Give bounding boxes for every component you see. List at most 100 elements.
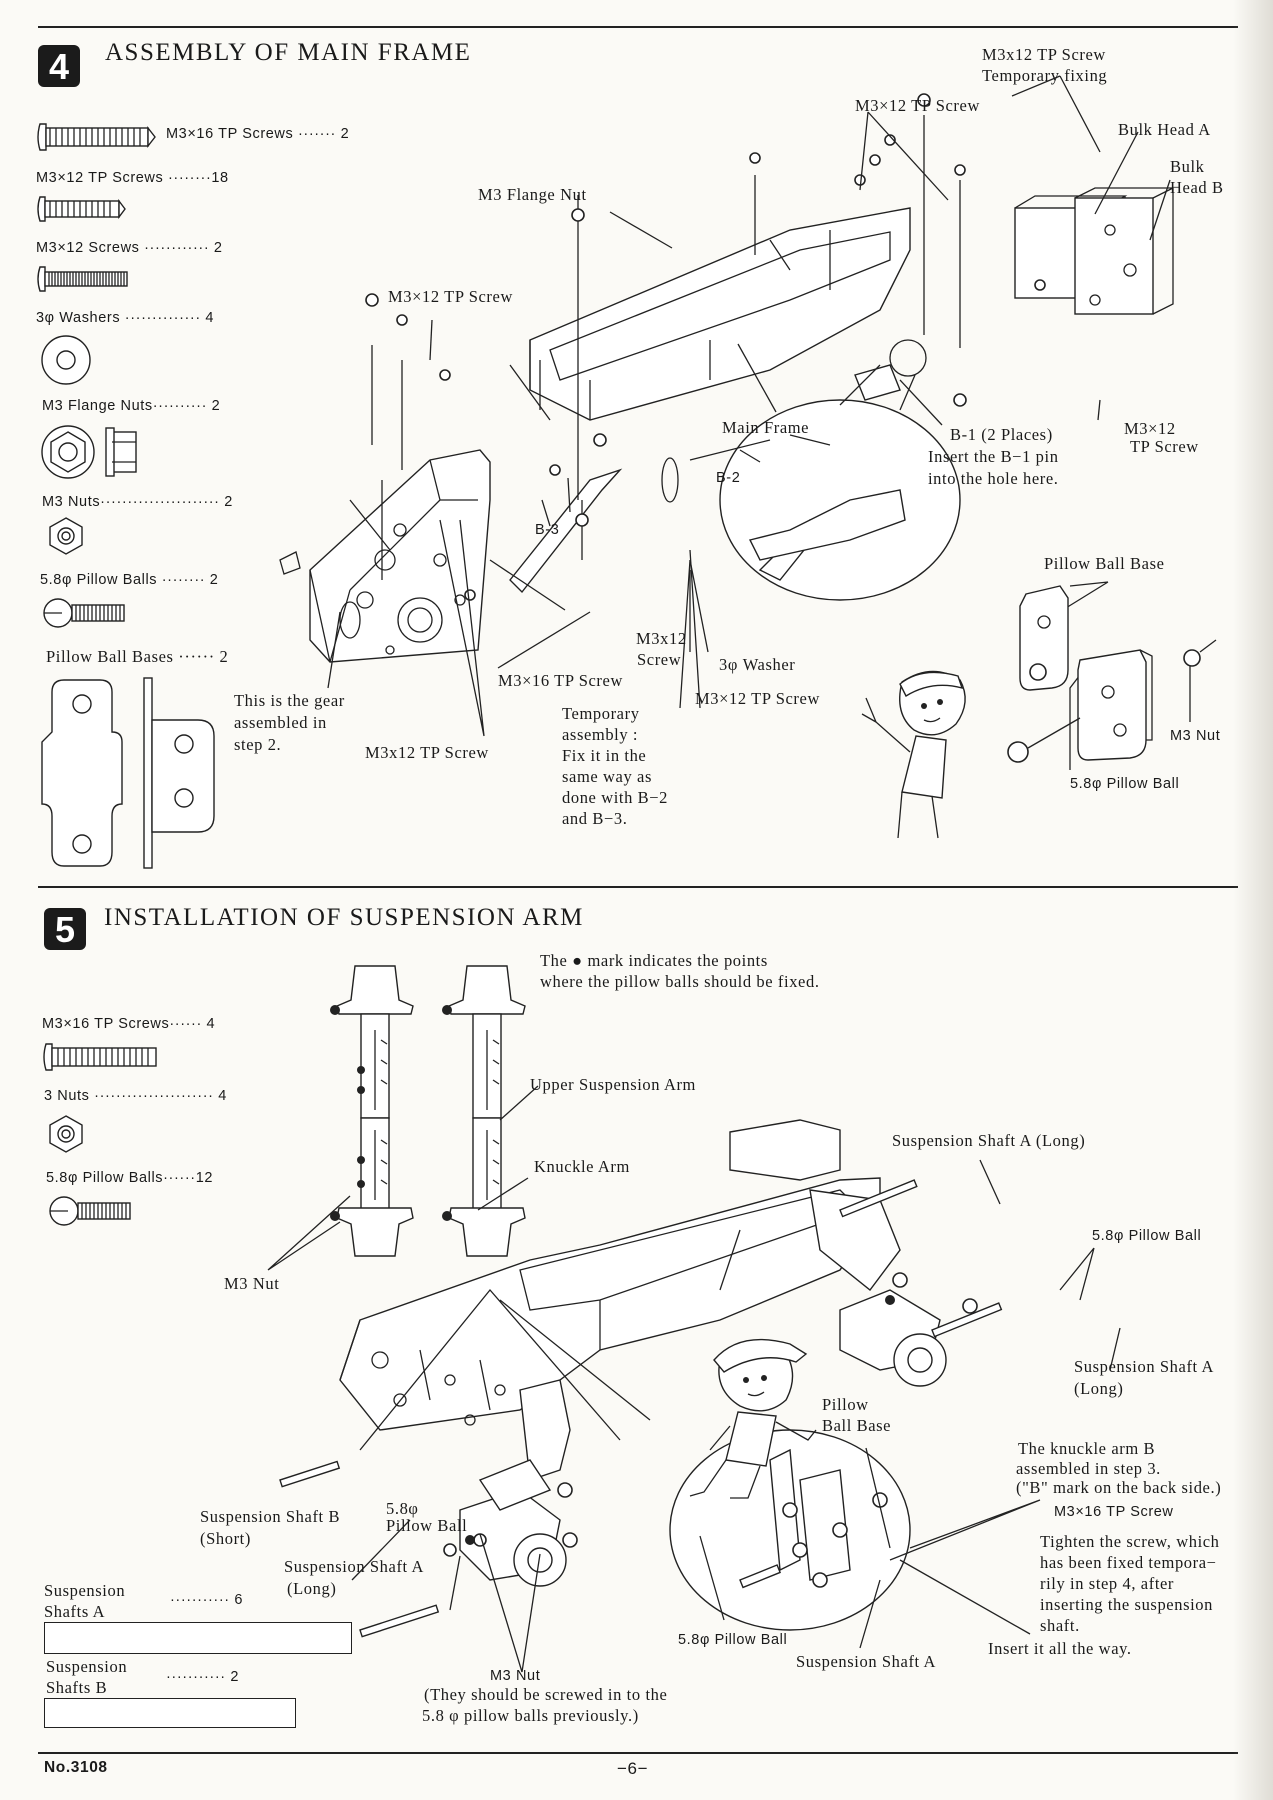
pillow-ball-base-icon <box>41 677 215 869</box>
doc-number: No.3108 <box>44 1759 108 1776</box>
temp-assembly-5: done with B−2 <box>562 788 669 807</box>
m3-nut-note-2: 5.8 φ pillow balls previously.) <box>422 1706 639 1725</box>
callout-m3x12-tp-screw-gear: M3x12 TP Screw <box>365 743 489 762</box>
callout-bulk-head-a: Bulk Head A <box>1118 120 1211 139</box>
part-pillow-ball-bases: Pillow Ball Bases ······ 2 <box>46 647 229 666</box>
pillow-ball-icon-5 <box>49 1196 131 1226</box>
tighten-note-3: rily in step 4, after <box>1040 1574 1175 1593</box>
callout-pillow-ball: 5.8φ Pillow Ball <box>1070 776 1180 792</box>
callout-b3: B-3 <box>535 522 560 538</box>
callout-b1-insert-2: into the hole here. <box>928 469 1059 488</box>
callout-b1-insert-1: Insert the B−1 pin <box>928 447 1059 466</box>
callout-temp-fixing: Temporary fixing <box>982 66 1108 85</box>
temp-assembly-1: Temporary <box>562 704 640 723</box>
part-m3-nuts: M3 Nuts······················ 2 <box>42 494 233 510</box>
shaft-b-label-1: Suspension <box>46 1657 128 1676</box>
knuckle-b-note-2: assembled in step 3. <box>1016 1459 1161 1478</box>
m3x16-tp-screw-icon-5 <box>43 1043 157 1071</box>
callout-m3x12-tp-screw-top: M3×12 TP Screw <box>855 96 980 115</box>
shaft-a-qty: ··········· 6 <box>170 1592 244 1608</box>
mark-note-2: where the pillow balls should be fixed. <box>540 972 820 991</box>
callout-m3x12-tp-screw-right-2: TP Screw <box>1130 437 1199 456</box>
callout-pillow-ball-base-1: Pillow <box>822 1395 869 1414</box>
suspension-installation-diagram <box>279 1119 1003 1638</box>
gear-note-1: This is the gear <box>234 691 345 710</box>
m3x16-tp-screw-icon <box>37 123 156 151</box>
callout-temp-fixing-screw: M3x12 TP Screw <box>982 45 1106 64</box>
flange-nut-icon <box>41 425 137 479</box>
pillow-ball-base-detail <box>1007 585 1217 763</box>
callout-bulk-head-b-2: Head B <box>1170 178 1224 197</box>
callout-b2: B-2 <box>716 470 741 486</box>
part-pillow-balls: 5.8φ Pillow Balls ········ 2 <box>40 572 219 588</box>
part-m3-flange-nuts: M3 Flange Nuts·········· 2 <box>42 398 221 414</box>
part-3-nuts: 3 Nuts ······················ 4 <box>44 1088 227 1104</box>
callout-shaft-b-short-1: Suspension Shaft B <box>200 1507 341 1526</box>
page-edge-shadow <box>1233 0 1273 1800</box>
callout-m3-nut-left: M3 Nut <box>224 1274 280 1293</box>
washer-icon <box>41 335 91 385</box>
tighten-note-2: has been fixed tempora− <box>1040 1553 1217 1572</box>
main-frame-assembly-diagram <box>279 93 1174 663</box>
footer-rule <box>38 1752 1238 1754</box>
callout-main-frame: Main Frame <box>722 418 810 437</box>
pillow-ball-icon <box>43 598 125 628</box>
callout-m3x16-tp-screw-5: M3×16 TP Screw <box>1054 1504 1174 1520</box>
callout-pillow-ball-base-2: Ball Base <box>822 1416 892 1435</box>
section-5-title: INSTALLATION OF SUSPENSION ARM <box>104 904 584 931</box>
section4-leader-lines <box>327 75 1191 770</box>
m3x12-screw-icon <box>37 266 128 292</box>
callout-shaft-a-long-right-1: Suspension Shaft A <box>1074 1357 1215 1376</box>
top-rule <box>38 26 1238 28</box>
gear-note-2: assembled in <box>234 713 327 732</box>
temp-assembly-6: and B−3. <box>562 809 628 828</box>
mascot-thinking-icon <box>689 1338 817 1499</box>
callout-upper-arm: Upper Suspension Arm <box>530 1075 696 1094</box>
part-m3x12-tp-screws: M3×12 TP Screws ········18 <box>36 170 229 186</box>
callout-pillow-ball-right: 5.8φ Pillow Ball <box>1092 1228 1202 1244</box>
callout-pillow-ball-bottom: 5.8φ Pillow Ball <box>678 1632 788 1648</box>
part-m3x16-tp-screws-5: M3×16 TP Screws······ 4 <box>42 1016 216 1032</box>
callout-shaft-a-long-mid-1: Suspension Shaft A <box>284 1557 425 1576</box>
mark-note-1: The ● mark indicates the points <box>540 951 768 970</box>
shaft-a-label-1: Suspension <box>44 1581 126 1600</box>
part-pillow-balls-5: 5.8φ Pillow Balls······12 <box>46 1170 214 1186</box>
shaft-a-label-2: Shafts A <box>44 1602 106 1621</box>
m3-nut-note-1: (They should be screwed in to the <box>424 1685 668 1704</box>
page-number: −6− <box>617 1759 649 1778</box>
section-4-title: ASSEMBLY OF MAIN FRAME <box>105 39 472 66</box>
temp-assembly-2: assembly : <box>562 725 639 744</box>
callout-pillow-ball-base: Pillow Ball Base <box>1044 554 1165 573</box>
callout-b1-places: B-1 (2 Places) <box>950 425 1053 444</box>
tighten-note-1: Tighten the screw, which <box>1040 1532 1220 1551</box>
shaft-a-size-box <box>44 1622 352 1654</box>
step-number-4: 4 <box>38 45 80 87</box>
temp-assembly-4: same way as <box>562 767 652 786</box>
tighten-note-5: shaft. <box>1040 1616 1080 1635</box>
callout-m3x12-tp-screw-left: M3×12 TP Screw <box>388 287 513 306</box>
callout-shaft-b-short-2: (Short) <box>200 1529 251 1548</box>
callout-m3-nut: M3 Nut <box>1170 728 1221 744</box>
m3-nut-icon <box>49 517 83 555</box>
callout-m3x12-screw-2: Screw <box>637 650 682 669</box>
callout-bulk-head-b-1: Bulk <box>1170 157 1205 176</box>
callout-shaft-a-bottom: Suspension Shaft A <box>796 1652 937 1671</box>
callout-insert-all: Insert it all the way. <box>988 1639 1132 1658</box>
callout-m3-nut-bottom: M3 Nut <box>490 1668 541 1684</box>
shaft-b-qty: ··········· 2 <box>166 1669 240 1685</box>
knuckle-b-note-3: ("B" mark on the back side.) <box>1016 1478 1222 1497</box>
callout-pillow-ball-mid-1: 5.8φ <box>386 1499 419 1518</box>
callout-knuckle-arm: Knuckle Arm <box>534 1157 630 1176</box>
nut-icon-5 <box>49 1115 83 1153</box>
gear-note-3: step 2. <box>234 735 282 754</box>
part-m3x12-screws: M3×12 Screws ············ 2 <box>36 240 223 256</box>
m3x12-tp-screw-icon <box>37 196 126 222</box>
callout-m3x12-tp-screw-right-1: M3×12 <box>1124 419 1176 438</box>
step-number-5: 5 <box>44 908 86 950</box>
callout-shaft-a-long-right-2: (Long) <box>1074 1379 1124 1398</box>
part-m3x16-tp-screws: M3×16 TP Screws ······· 2 <box>166 126 350 142</box>
callout-m3-flange-nut: M3 Flange Nut <box>478 185 587 204</box>
mascot-pointing-icon <box>861 670 966 839</box>
callout-washer: 3φ Washer <box>719 655 796 674</box>
